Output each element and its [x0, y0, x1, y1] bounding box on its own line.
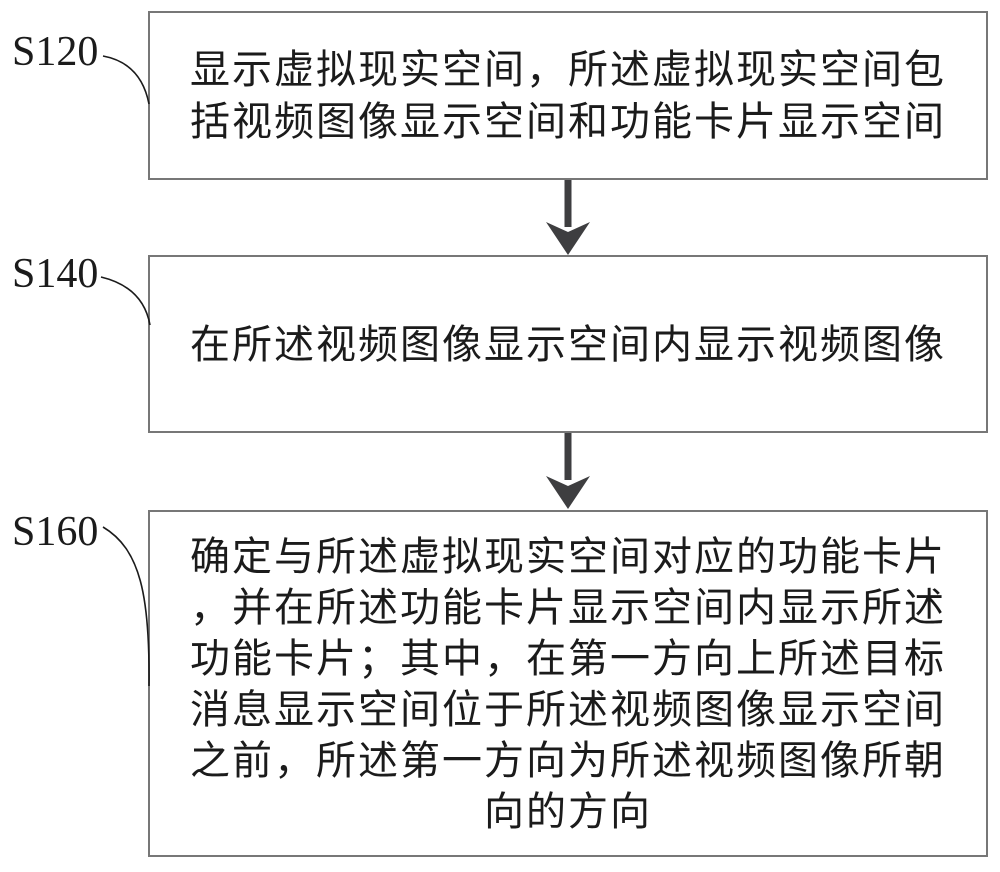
- step-text-line: ，并在所述功能卡片显示空间内显示所述: [190, 584, 946, 630]
- step-text-line: 括视频图像显示空间和功能卡片显示空间: [190, 98, 946, 144]
- leader-line-s160: [102, 526, 150, 687]
- step-label-s120: S120: [12, 29, 99, 75]
- step-text-line: 确定与所述虚拟现实空间对应的功能卡片: [190, 533, 946, 579]
- step-text-line: 在所述视频图像显示空间内显示视频图像: [190, 321, 946, 367]
- flow-arrow-2: [546, 433, 590, 509]
- step-label-s140: S140: [12, 251, 99, 297]
- step-text-line: 显示虚拟现实空间，所述虚拟现实空间包: [190, 46, 946, 92]
- step-text-line: 向的方向: [484, 788, 652, 834]
- step-box-s140: 在所述视频图像显示空间内显示视频图像: [148, 255, 988, 433]
- step-label-s160: S160: [12, 509, 99, 555]
- step-text-line: 之前，所述第一方向为所述视频图像所朝: [190, 737, 946, 783]
- leader-line-s140: [100, 276, 151, 326]
- leader-line-s120: [102, 55, 150, 105]
- step-text-line: 消息显示空间位于所述视频图像显示空间: [190, 686, 946, 732]
- step-text-line: 功能卡片；其中，在第一方向上所述目标: [190, 635, 946, 681]
- step-box-s160: 确定与所述虚拟现实空间对应的功能卡片 ，并在所述功能卡片显示空间内显示所述 功能…: [148, 510, 988, 857]
- flow-arrow-1: [546, 180, 590, 255]
- step-box-s120: 显示虚拟现实空间，所述虚拟现实空间包 括视频图像显示空间和功能卡片显示空间: [148, 11, 988, 180]
